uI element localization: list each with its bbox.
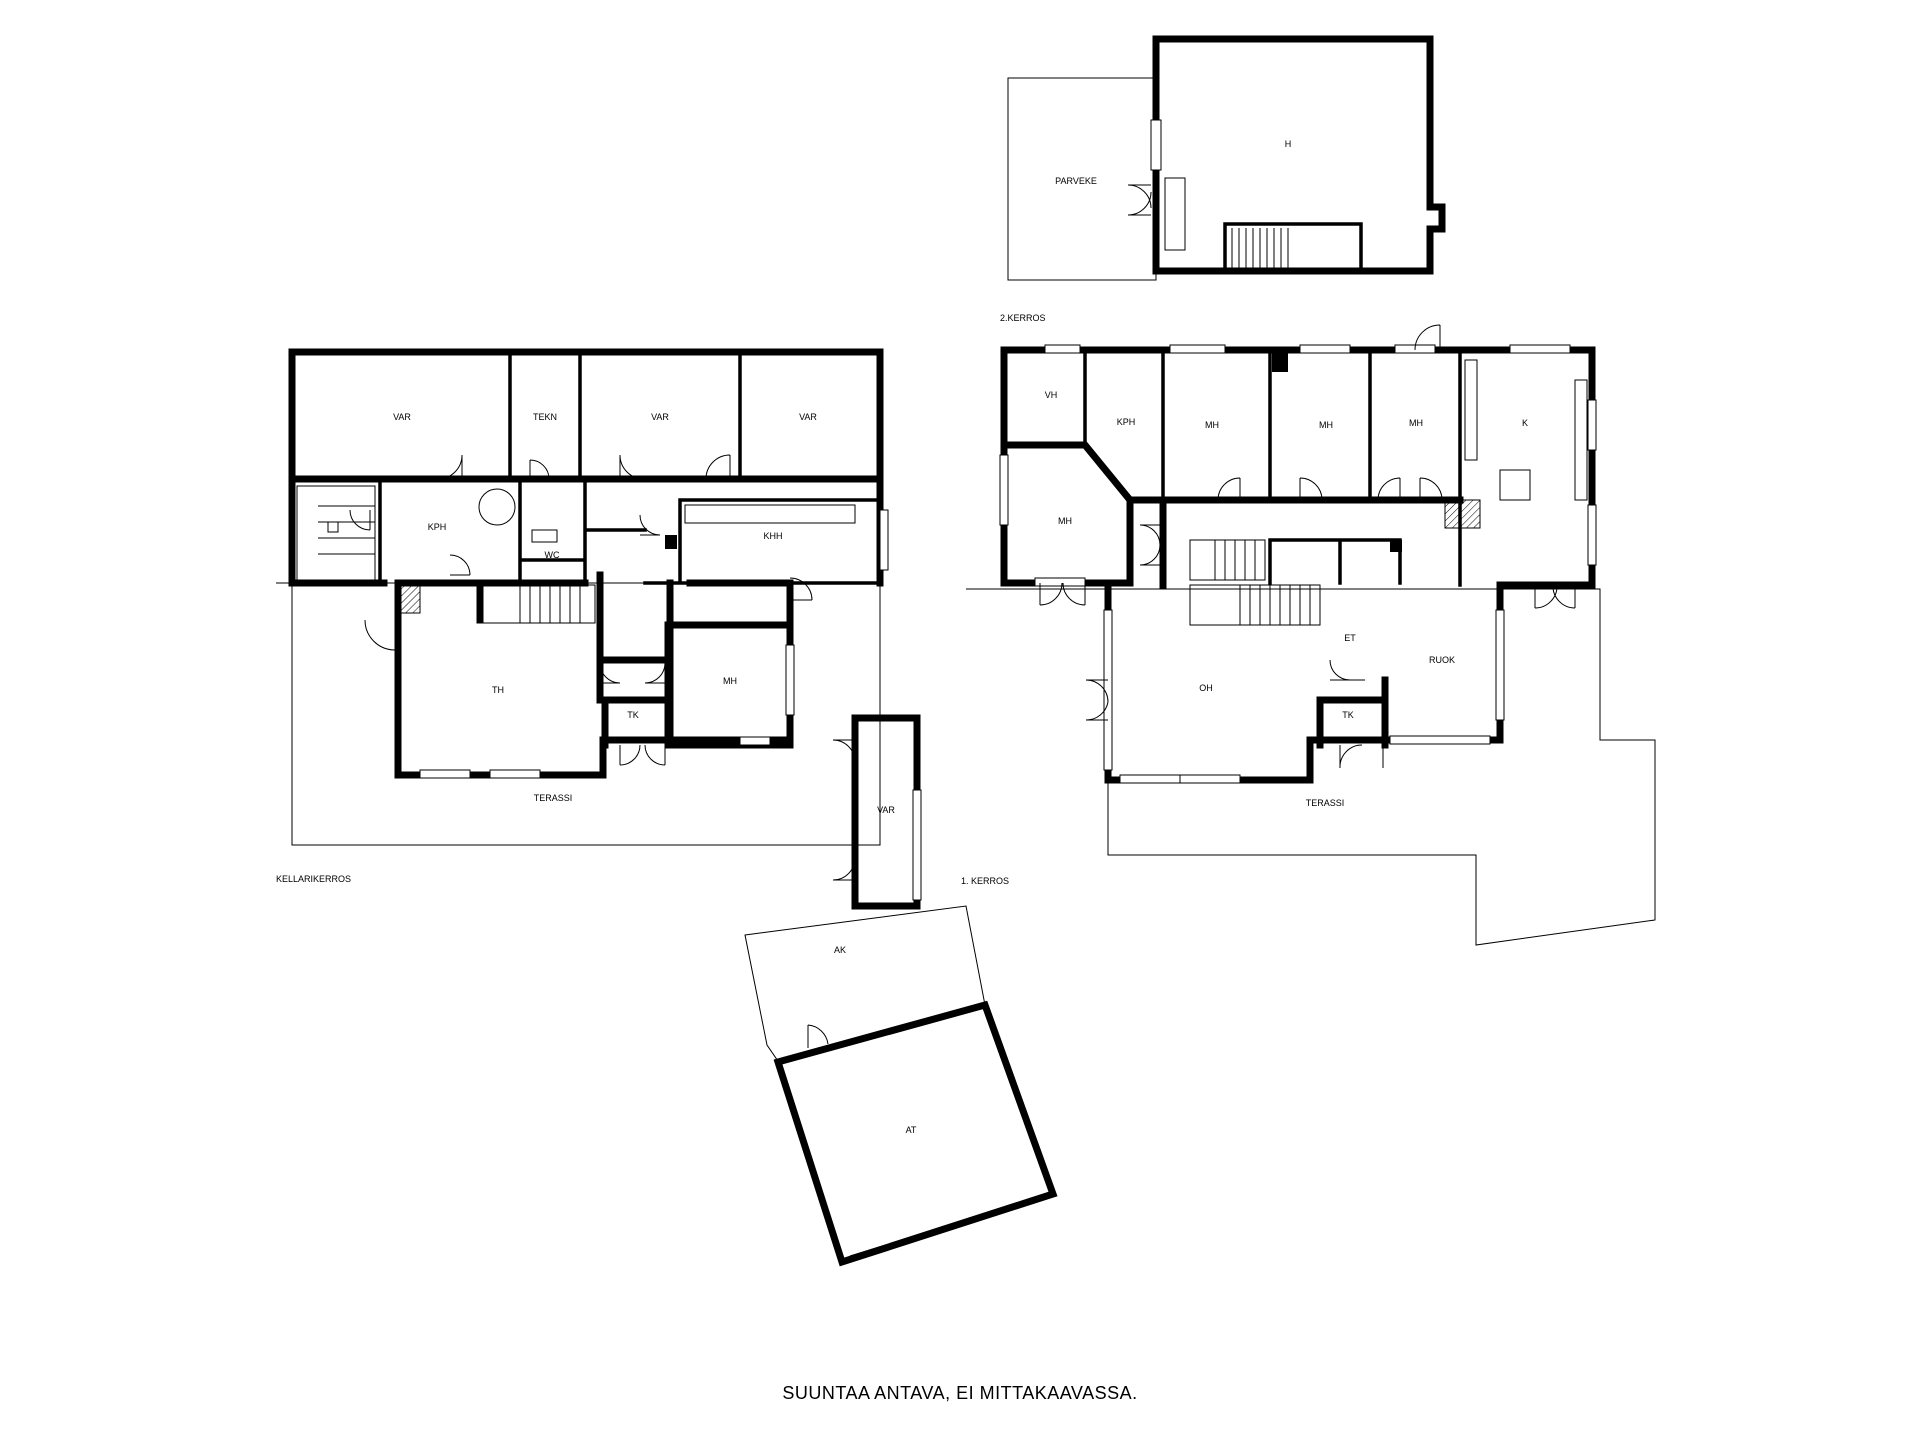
room-label-khh: KHH — [763, 531, 782, 541]
first-floor-plan — [966, 324, 1656, 946]
floor-label-second: 2.KERROS — [1000, 313, 1046, 323]
second-floor-walls — [1152, 35, 1446, 275]
floor-label-first: 1. KERROS — [961, 876, 1009, 886]
room-label-oh: OH — [1199, 683, 1213, 693]
balcony-outline — [1007, 77, 1157, 281]
stairs-first — [1189, 539, 1321, 626]
car-shelter — [744, 905, 1058, 1267]
room-label-vh: VH — [1045, 390, 1058, 400]
room-label-kph-first: KPH — [1117, 417, 1136, 427]
stairs-second — [1231, 228, 1289, 268]
room-label-var-outbuilding: VAR — [877, 805, 895, 815]
second-floor-plan — [1007, 35, 1446, 281]
room-label-at: AT — [906, 1125, 917, 1135]
room-label-mh-basement: MH — [723, 676, 737, 686]
basement-floor-plan — [276, 348, 889, 846]
room-label-h: H — [1285, 139, 1292, 149]
storage-outbuilding — [832, 714, 922, 910]
room-label-terassi-basement: TERASSI — [534, 793, 573, 803]
room-label-et: ET — [1344, 633, 1356, 643]
room-label-tekn: TEKN — [533, 412, 557, 422]
room-label-var-1: VAR — [393, 412, 411, 422]
room-label-th: TH — [492, 685, 504, 695]
room-label-tk-basement: TK — [627, 710, 639, 720]
room-label-parveke: PARVEKE — [1055, 176, 1097, 186]
room-label-tk-first: TK — [1342, 710, 1354, 720]
first-floor-outer-walls — [1000, 346, 1596, 784]
room-label-mh-3: MH — [1409, 418, 1423, 428]
room-label-mh-2: MH — [1319, 420, 1333, 430]
room-label-var-2: VAR — [651, 412, 669, 422]
room-label-terassi-first: TERASSI — [1306, 798, 1345, 808]
room-label-ruok: RUOK — [1429, 655, 1455, 665]
room-label-wc: WC — [545, 550, 560, 560]
stairs-basement — [479, 584, 596, 624]
room-label-ak: AK — [834, 945, 846, 955]
room-label-k: K — [1522, 418, 1528, 428]
room-label-var-3: VAR — [799, 412, 817, 422]
floor-label-basement: KELLARIKERROS — [276, 874, 351, 884]
room-label-kph-basement: KPH — [428, 522, 447, 532]
disclaimer-caption: SUUNTAA ANTAVA, EI MITTAKAAVASSA. — [782, 1383, 1137, 1403]
room-label-mh-4: MH — [1058, 516, 1072, 526]
room-label-mh-1: MH — [1205, 420, 1219, 430]
garage-walls — [773, 1000, 1058, 1267]
